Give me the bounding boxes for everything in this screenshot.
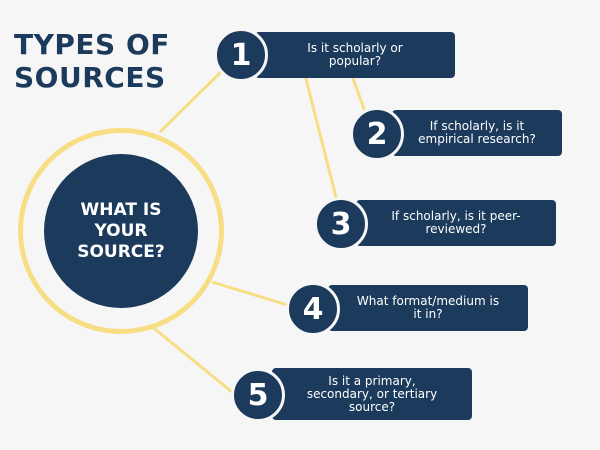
step-4-number: 4 (286, 282, 340, 336)
hub-label: WHAT IS YOUR SOURCE? (77, 199, 165, 262)
step-3-box: If scholarly, is it peer- reviewed? (356, 200, 556, 246)
connector-hub-to-1 (158, 66, 227, 134)
connector-1-to-3 (303, 74, 340, 206)
hub-inner-circle: WHAT IS YOUR SOURCE? (44, 154, 198, 308)
step-4-box: What format/medium is it in? (328, 285, 528, 331)
step-3-number: 3 (314, 197, 368, 251)
step-5-number: 5 (231, 368, 285, 422)
step-2-number: 2 (350, 107, 404, 161)
step-3-text: If scholarly, is it peer- reviewed? (391, 209, 521, 236)
hub-circle: WHAT IS YOUR SOURCE? (18, 128, 224, 334)
connector-hub-to-4 (211, 280, 295, 309)
step-2-text: If scholarly, is it empirical research? (418, 119, 536, 146)
step-4-text: What format/medium is it in? (356, 294, 500, 321)
step-1-box: Is it scholarly or popular? (255, 32, 455, 78)
connector-hub-to-5 (149, 323, 233, 394)
step-5-box: Is it a primary, secondary, or tertiary … (272, 368, 472, 420)
page-title: TYPES OF SOURCES (14, 28, 170, 94)
step-1-text: Is it scholarly or popular? (307, 41, 403, 68)
step-1-number: 1 (214, 28, 268, 82)
step-5-text: Is it a primary, secondary, or tertiary … (306, 373, 438, 414)
step-2-box: If scholarly, is it empirical research? (392, 110, 562, 156)
